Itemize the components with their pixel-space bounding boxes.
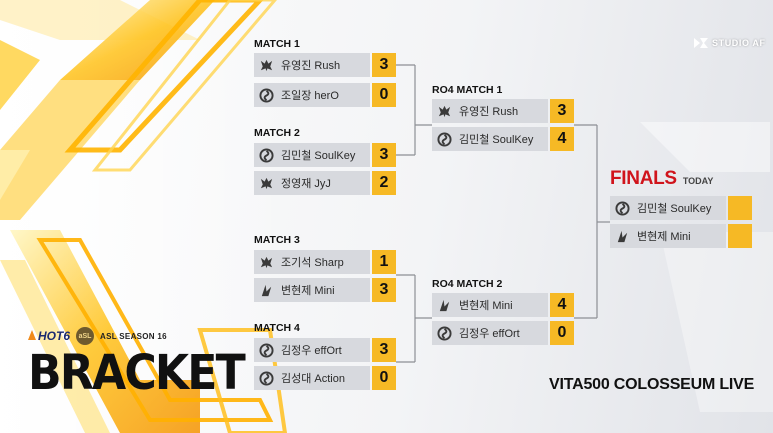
player-plate: 김성대 Action xyxy=(254,366,370,390)
player-plate: 조일장 herO xyxy=(254,83,370,107)
player-score: 3 xyxy=(550,99,574,123)
player-name: 김민철 SoulKey xyxy=(637,203,712,215)
zerg-race-icon xyxy=(432,127,456,151)
ro4-match-1-player-2: 김민철 SoulKey 4 xyxy=(432,127,574,151)
match-3-title: MATCH 3 xyxy=(254,234,300,246)
broadcast-label: VITA500 COLOSSEUM LIVE xyxy=(549,376,755,393)
player-score: 0 xyxy=(372,366,396,390)
zerg-race-icon xyxy=(254,83,278,107)
player-score xyxy=(728,224,752,248)
player-name: 유영진 Rush xyxy=(459,106,519,118)
player-plate: 김민철 SoulKey xyxy=(254,143,370,167)
player-score: 0 xyxy=(550,321,574,345)
terran-race-icon xyxy=(254,171,278,195)
player-score: 1 xyxy=(372,250,396,274)
player-score: 3 xyxy=(372,338,396,362)
match-4-title: MATCH 4 xyxy=(254,322,300,334)
season-label: ASL SEASON 16 xyxy=(100,331,167,341)
player-plate: 변현제 Mini xyxy=(610,224,726,248)
match-2-player-2: 정영재 JyJ 2 xyxy=(254,171,396,195)
player-name: 김정우 effOrt xyxy=(459,328,520,340)
player-name: 김민철 SoulKey xyxy=(281,150,356,162)
terran-race-icon xyxy=(254,250,278,274)
studio-brand-text: STUDIO AF xyxy=(712,38,766,48)
background-decoration xyxy=(0,0,290,433)
terran-race-icon xyxy=(254,53,278,77)
player-plate: 김정우 effOrt xyxy=(432,321,548,345)
sponsor-logos: HOT6 aSL ASL SEASON 16 xyxy=(28,322,263,350)
player-plate: 유영진 Rush xyxy=(254,53,370,77)
protoss-race-icon xyxy=(254,278,278,302)
player-score: 2 xyxy=(372,171,396,195)
match-1-title: MATCH 1 xyxy=(254,38,300,50)
player-plate: 김민철 SoulKey xyxy=(432,127,548,151)
player-name: 김정우 effOrt xyxy=(281,345,342,357)
player-name: 변현제 Mini xyxy=(281,285,335,297)
player-score: 3 xyxy=(372,278,396,302)
player-name: 정영재 JyJ xyxy=(281,178,331,190)
finals-heading: FINALS TODAY xyxy=(610,168,713,190)
finals-subtitle: TODAY xyxy=(682,176,714,186)
player-name: 변현제 Mini xyxy=(637,231,691,243)
player-plate: 정영재 JyJ xyxy=(254,171,370,195)
match-4-player-2: 김성대 Action 0 xyxy=(254,366,396,390)
player-name: 변현제 Mini xyxy=(459,300,513,312)
player-score: 3 xyxy=(372,143,396,167)
zerg-race-icon xyxy=(254,338,278,362)
hot6-logo: HOT6 xyxy=(28,329,70,343)
match-2-title: MATCH 2 xyxy=(254,127,300,139)
player-plate: 변현제 Mini xyxy=(254,278,370,302)
ro4-match-1-player-1: 유영진 Rush 3 xyxy=(432,99,574,123)
ro4-match-2-title: RO4 MATCH 2 xyxy=(432,278,503,290)
page-title: BRACKET xyxy=(28,345,246,401)
finals-player-1: 김민철 SoulKey xyxy=(610,196,752,220)
match-3-player-1: 조기석 Sharp 1 xyxy=(254,250,396,274)
player-score: 0 xyxy=(372,83,396,107)
protoss-race-icon xyxy=(432,293,456,317)
match-1-player-2: 조일장 herO 0 xyxy=(254,83,396,107)
player-name: 조일장 herO xyxy=(281,90,339,102)
finals-title: FINALS xyxy=(610,168,677,189)
player-name: 김성대 Action xyxy=(281,373,345,385)
player-name: 조기석 Sharp xyxy=(281,257,344,269)
zerg-race-icon xyxy=(254,143,278,167)
studio-logo-icon xyxy=(694,38,708,48)
player-score xyxy=(728,196,752,220)
finals-player-2: 변현제 Mini xyxy=(610,224,752,248)
match-3-player-2: 변현제 Mini 3 xyxy=(254,278,396,302)
player-plate: 변현제 Mini xyxy=(432,293,548,317)
terran-race-icon xyxy=(432,99,456,123)
background-watermark xyxy=(640,122,773,412)
studio-brand: STUDIO AF xyxy=(694,38,766,48)
ro4-match-2-player-1: 변현제 Mini 4 xyxy=(432,293,574,317)
player-plate: 조기석 Sharp xyxy=(254,250,370,274)
zerg-race-icon xyxy=(254,366,278,390)
asl-badge-icon: aSL xyxy=(76,327,95,345)
ro4-match-2-player-2: 김정우 effOrt 0 xyxy=(432,321,574,345)
player-score: 3 xyxy=(372,53,396,77)
protoss-race-icon xyxy=(610,224,634,248)
player-plate: 김정우 effOrt xyxy=(254,338,370,362)
player-plate: 유영진 Rush xyxy=(432,99,548,123)
match-1-player-1: 유영진 Rush 3 xyxy=(254,53,396,77)
player-name: 유영진 Rush xyxy=(281,60,341,72)
player-name: 김민철 SoulKey xyxy=(459,134,534,146)
ro4-match-1-title: RO4 MATCH 1 xyxy=(432,84,503,96)
match-2-player-1: 김민철 SoulKey 3 xyxy=(254,143,396,167)
zerg-race-icon xyxy=(610,196,634,220)
zerg-race-icon xyxy=(432,321,456,345)
player-plate: 김민철 SoulKey xyxy=(610,196,726,220)
event-branding: HOT6 aSL ASL SEASON 16 BRACKET xyxy=(28,322,263,401)
player-score: 4 xyxy=(550,293,574,317)
match-4-player-1: 김정우 effOrt 3 xyxy=(254,338,396,362)
player-score: 4 xyxy=(550,127,574,151)
